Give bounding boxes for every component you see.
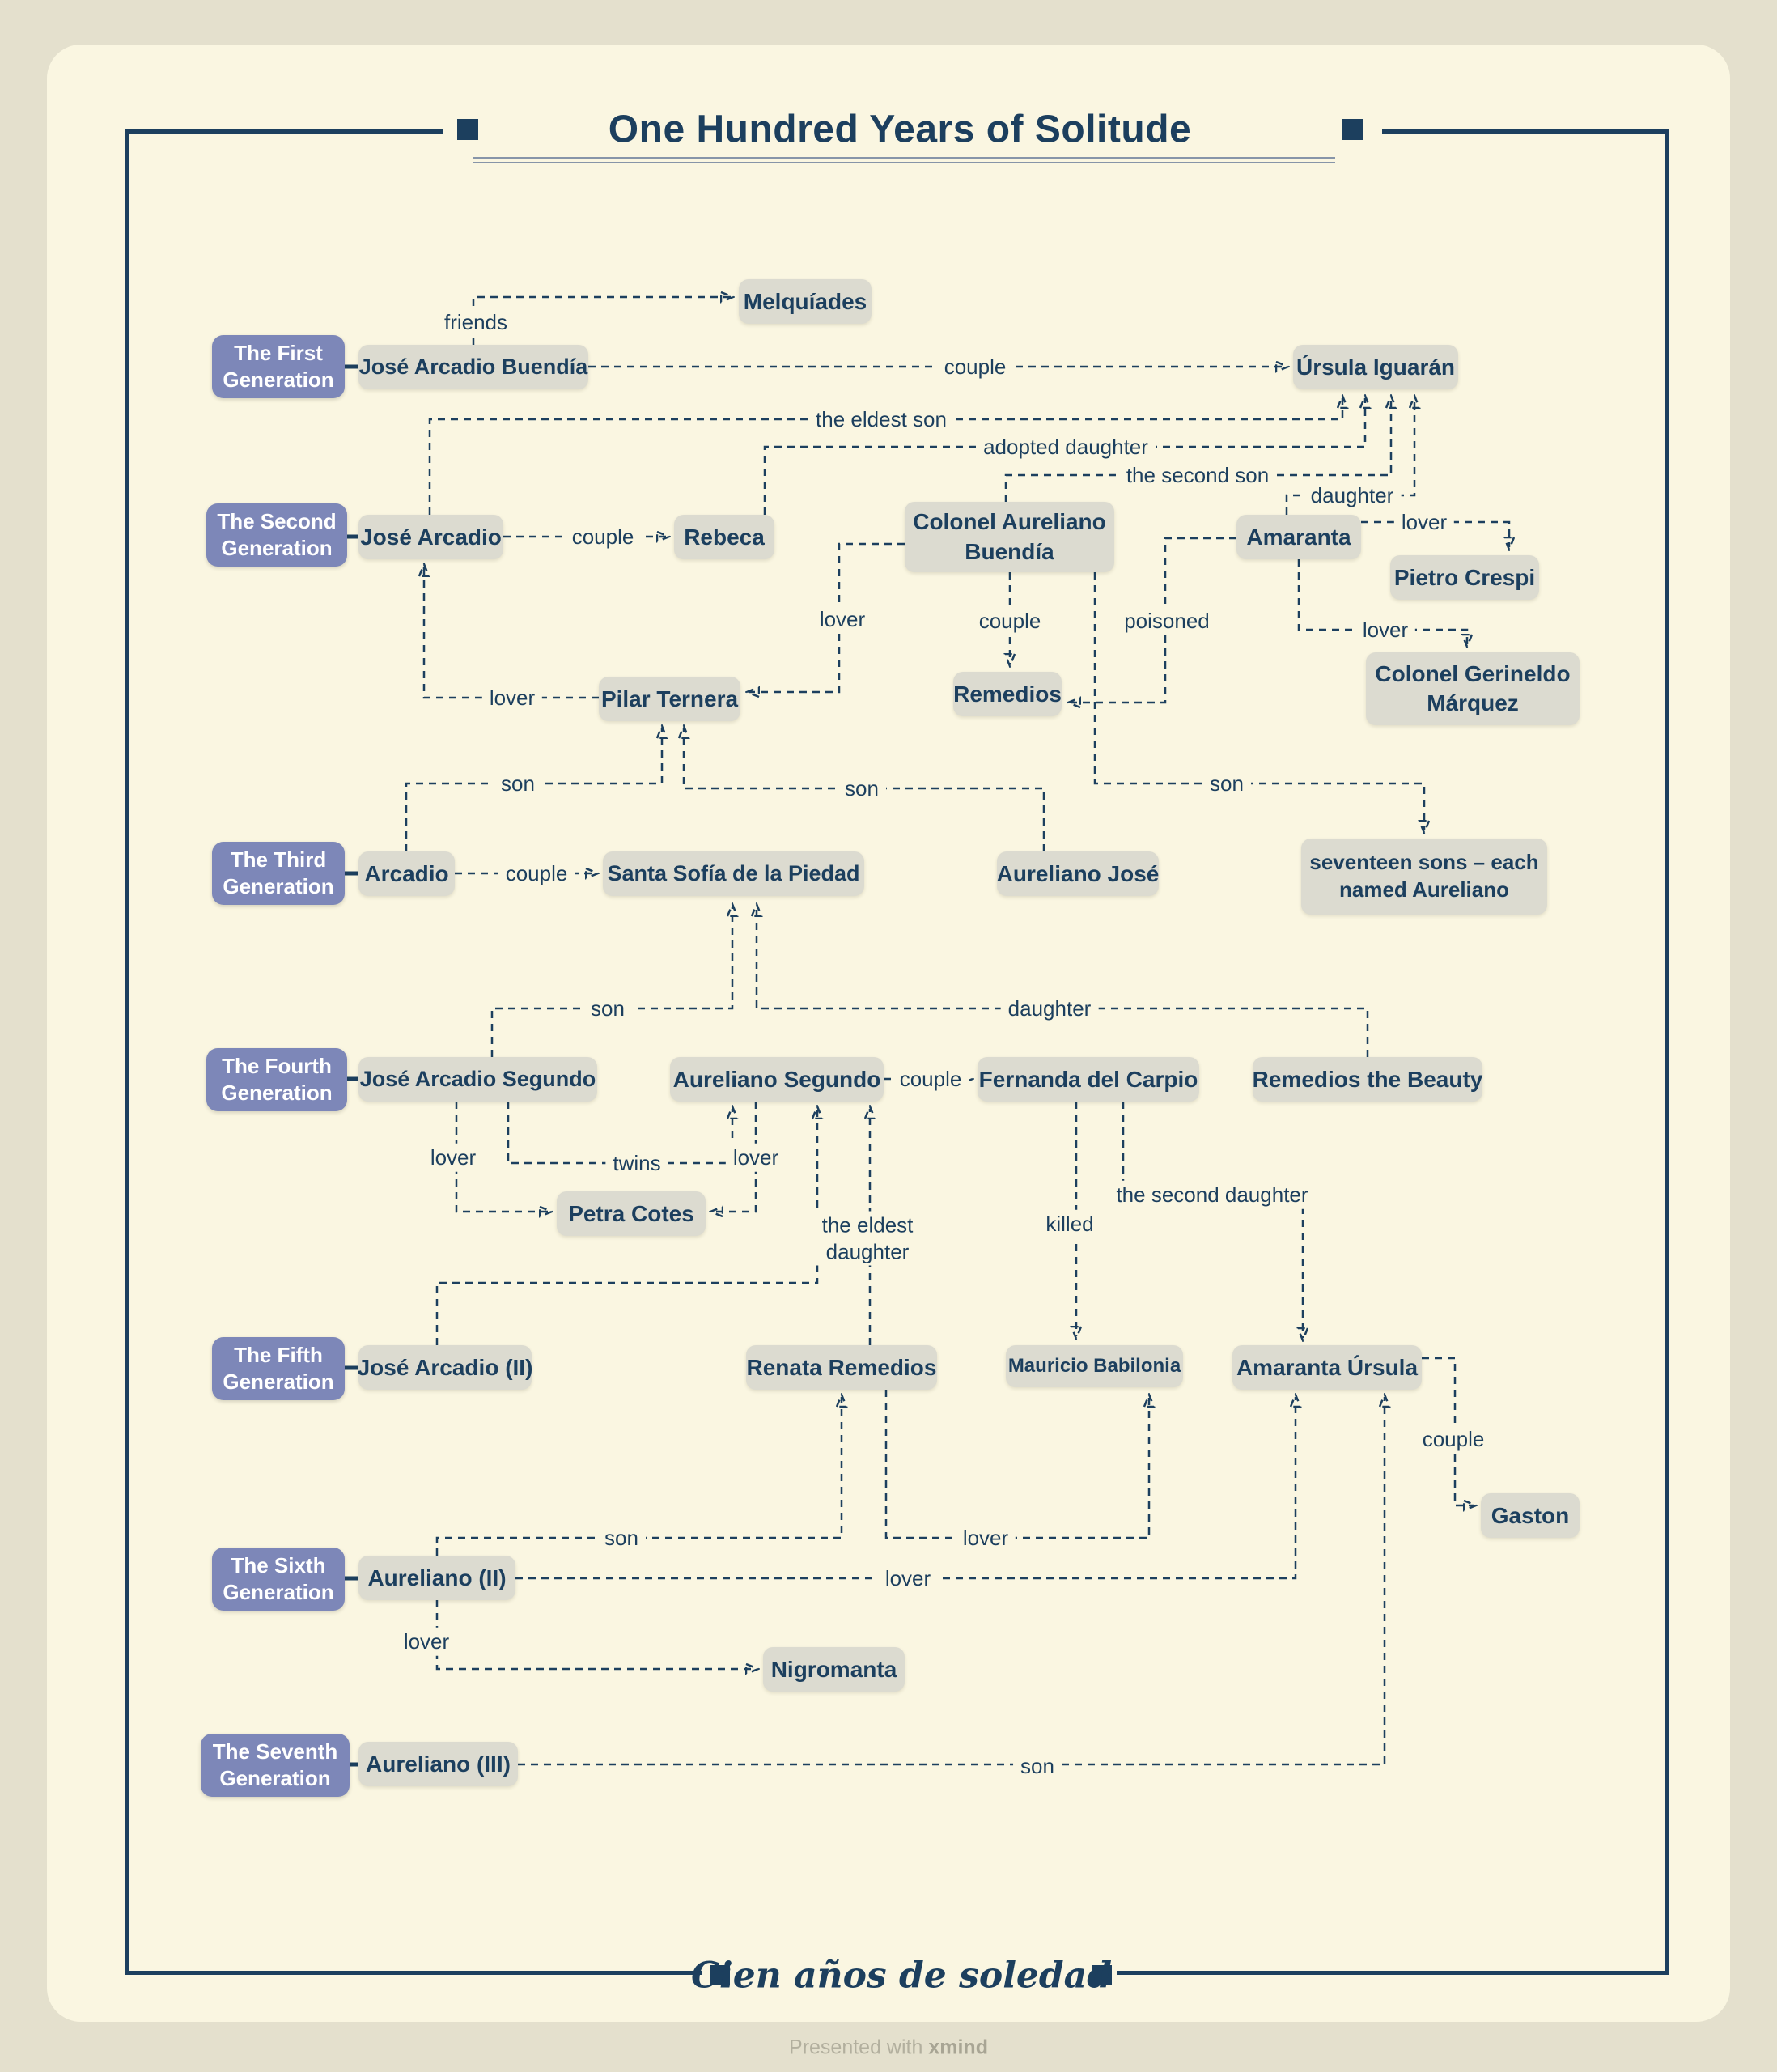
edge-label-son_arcadio[interactable]: son [494, 769, 542, 798]
node-jose_arcadio[interactable]: José Arcadio [358, 515, 503, 559]
edge-label-eldest_daughter[interactable]: the eldest daughter [791, 1211, 944, 1266]
page-title: One Hundred Years of Solitude [608, 108, 1192, 151]
edge-label-lover_as_petra[interactable]: lover [725, 1143, 787, 1172]
generation-label-g5[interactable]: The Fifth Generation [212, 1337, 345, 1400]
node-ja2[interactable]: José Arcadio (II) [358, 1345, 532, 1390]
attribution-prefix: Presented with [789, 2036, 923, 2059]
node-jas[interactable]: José Arcadio Segundo [358, 1057, 597, 1102]
edge-label-poisoned[interactable]: poisoned [1117, 606, 1217, 635]
generation-label-g7[interactable]: The Seventh Generation [201, 1734, 350, 1797]
node-gaston[interactable]: Gaston [1481, 1493, 1580, 1538]
node-au[interactable]: Amaranta Úrsula [1232, 1345, 1422, 1390]
generation-label-g6[interactable]: The Sixth Generation [212, 1548, 345, 1611]
generation-label-g4[interactable]: The Fourth Generation [206, 1048, 347, 1111]
edge-label-couple_ja_rebeca[interactable]: couple [564, 522, 642, 551]
edge-label-lover_ja_pilar[interactable]: lover [481, 683, 543, 712]
edge-label-son_a3[interactable]: son [1013, 1751, 1062, 1781]
edge-label-lover_cab_pilar[interactable]: lover [812, 605, 873, 634]
edge-label-friends[interactable]: friends [436, 308, 515, 337]
attribution: Presented with xmind [789, 2036, 988, 2060]
edge-label-son_jas[interactable]: son [583, 994, 632, 1023]
edge-label-twins[interactable]: twins [605, 1149, 668, 1178]
node-fernanda[interactable]: Fernanda del Carpio [978, 1057, 1199, 1102]
node-rebeca[interactable]: Rebeca [674, 515, 774, 559]
node-jab[interactable]: José Arcadio Buendía [358, 345, 588, 389]
edge-label-couple_as[interactable]: couple [892, 1064, 969, 1093]
edge-label-second_son[interactable]: the second son [1118, 461, 1277, 490]
edge-label-lover_pietro[interactable]: lover [1393, 507, 1455, 537]
node-a2[interactable]: Aureliano (II) [358, 1556, 515, 1600]
edge-label-son_a2[interactable]: son [597, 1523, 646, 1552]
edge-label-second_daughter[interactable]: the second daughter [1109, 1180, 1316, 1209]
attribution-brand: xmind [928, 2036, 988, 2059]
title-underline [473, 157, 1335, 163]
node-cgm[interactable]: Colonel Gerineldo Márquez [1366, 652, 1580, 725]
page-subtitle: Cien años de soledad [691, 1955, 1112, 1997]
title-square-right-icon [1342, 119, 1363, 140]
edge-label-couple_cab[interactable]: couple [971, 606, 1049, 635]
edge-label-eldest_son[interactable]: the eldest son [808, 405, 954, 434]
edge-label-adopted_daughter[interactable]: adopted daughter [976, 432, 1156, 461]
edge-label-lover_nigro[interactable]: lover [396, 1627, 457, 1656]
node-petra[interactable]: Petra Cotes [557, 1191, 706, 1236]
subtitle-square-left-icon [710, 1965, 730, 1985]
node-mauricio[interactable]: Mauricio Babilonia [1006, 1345, 1183, 1387]
edge-label-couple1[interactable]: couple [936, 352, 1014, 381]
title-square-left-icon [457, 119, 478, 140]
node-pietro[interactable]: Pietro Crespi [1390, 555, 1539, 600]
generation-label-g1[interactable]: The First Generation [212, 335, 345, 398]
edge-label-lover_cgm[interactable]: lover [1355, 615, 1416, 644]
node-aureliano_segundo[interactable]: Aureliano Segundo [670, 1057, 884, 1102]
edge-label-couple_arcadio[interactable]: couple [498, 859, 575, 888]
node-renata[interactable]: Renata Remedios [746, 1345, 937, 1390]
node-santa_sofia[interactable]: Santa Sofía de la Piedad [603, 851, 864, 896]
edge-label-daughter1[interactable]: daughter [1303, 481, 1402, 510]
node-arcadio[interactable]: Arcadio [358, 851, 455, 896]
edge-label-son_17[interactable]: son [1202, 769, 1251, 798]
node-remedios[interactable]: Remedios [953, 672, 1062, 716]
node-seventeen[interactable]: seventeen sons – each named Aureliano [1301, 839, 1547, 915]
node-melquiades[interactable]: Melquíades [739, 279, 872, 324]
generation-label-g2[interactable]: The Second Generation [206, 503, 347, 567]
node-a3[interactable]: Aureliano (III) [358, 1742, 518, 1786]
node-pilar[interactable]: Pilar Ternera [599, 677, 740, 721]
edge-label-couple_gaston[interactable]: couple [1414, 1424, 1492, 1454]
edge-label-lover_renata[interactable]: lover [955, 1523, 1016, 1552]
node-cab[interactable]: Colonel Aureliano Buendía [905, 502, 1114, 572]
node-ursula[interactable]: Úrsula Iguarán [1293, 345, 1458, 389]
edge-label-lover_jas_petra[interactable]: lover [422, 1143, 484, 1172]
generation-label-g3[interactable]: The Third Generation [212, 842, 345, 905]
node-amaranta[interactable]: Amaranta [1236, 515, 1361, 559]
node-rtb[interactable]: Remedios the Beauty [1253, 1057, 1482, 1102]
node-aureliano_jose[interactable]: Aureliano José [997, 851, 1159, 896]
subtitle-square-right-icon [1092, 1965, 1112, 1985]
subtitle-mask [702, 1957, 1117, 1994]
edge-label-killed[interactable]: killed [1038, 1209, 1101, 1238]
title-mask [443, 105, 1382, 155]
edge-label-daughter_rtb[interactable]: daughter [1000, 994, 1099, 1023]
edge-label-son_aj[interactable]: son [838, 774, 886, 803]
node-nigromanta[interactable]: Nigromanta [763, 1647, 905, 1692]
edge-label-lover_a2_au[interactable]: lover [877, 1564, 939, 1593]
